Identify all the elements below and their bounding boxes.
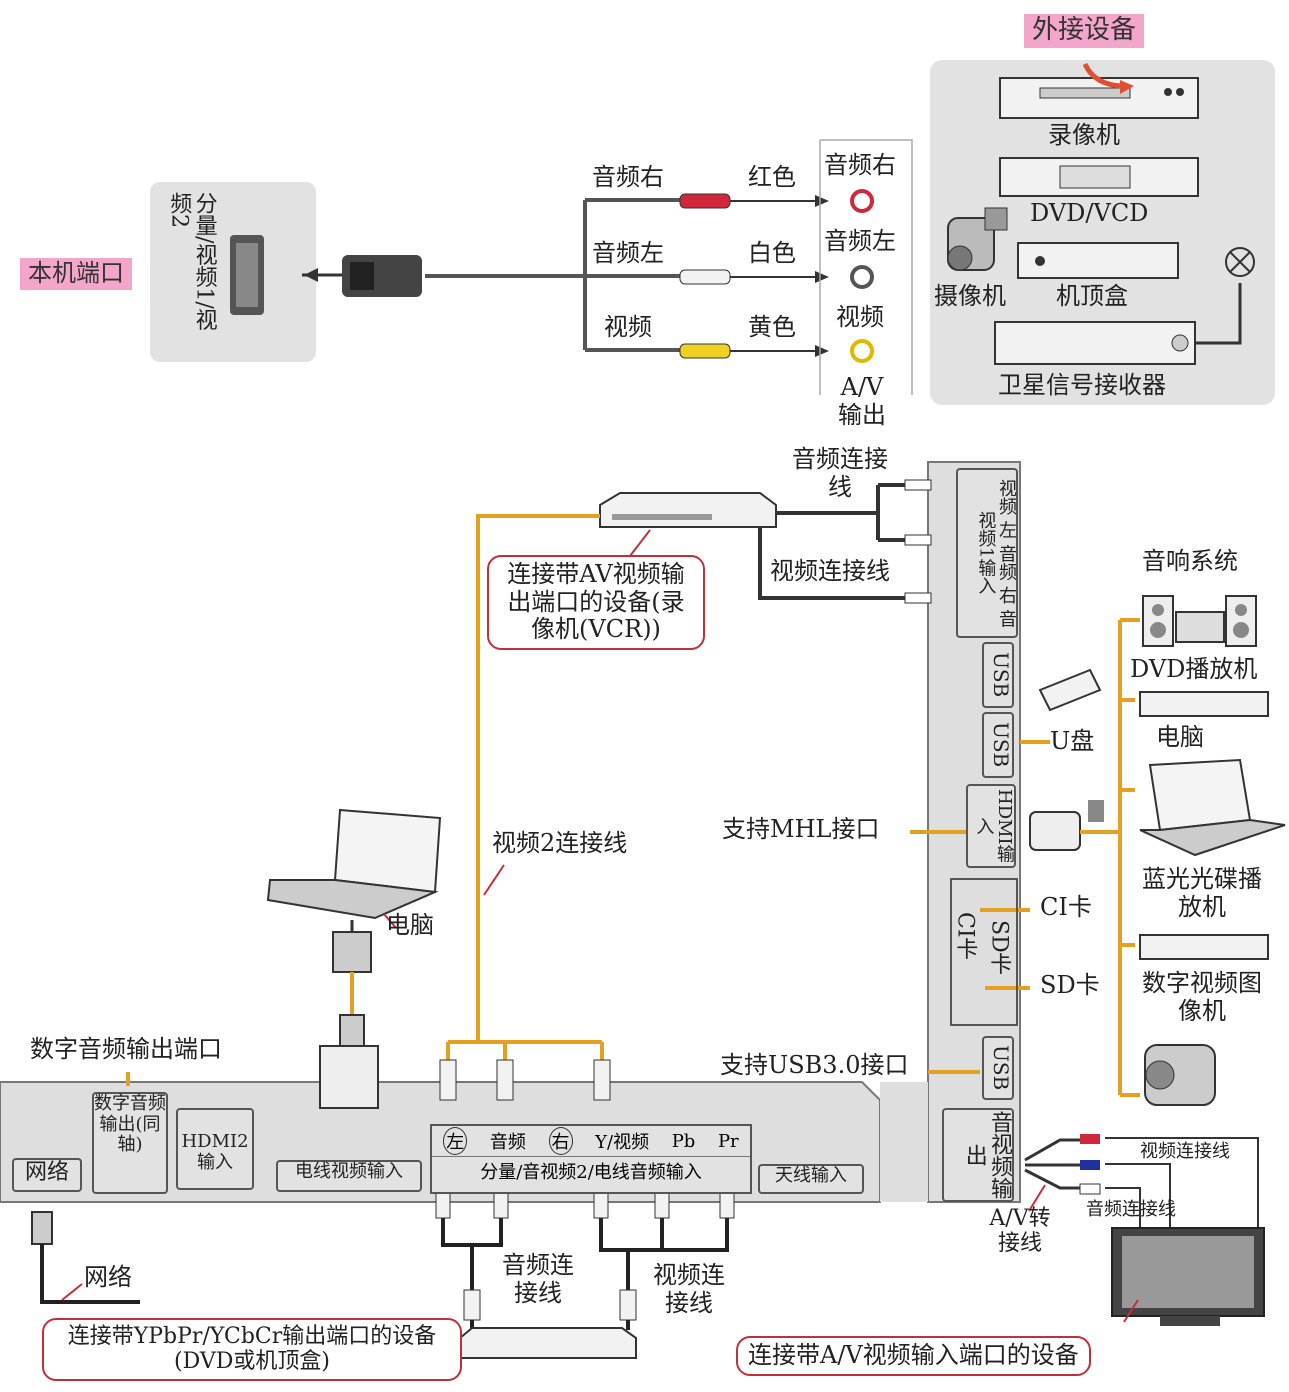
u-disk-label: U盘 xyxy=(1050,727,1095,755)
port-usb3[interactable]: USB xyxy=(982,1036,1014,1100)
port-hdmi-input[interactable]: HDMI输入 xyxy=(966,784,1016,868)
mid-audio-cable: 音频连接线 xyxy=(792,445,888,501)
av-output-bracket xyxy=(819,139,913,395)
sound-system-icon xyxy=(1142,595,1257,647)
tv-device-callout: 连接带A/V视频输入端口的设备 xyxy=(736,1336,1091,1376)
slot-ci[interactable]: CI卡 xyxy=(952,912,978,960)
cable-label-video: 视频 xyxy=(604,313,652,341)
card-slot-group xyxy=(950,878,1018,1026)
bottom-video-cable: 视频连接线 xyxy=(653,1261,725,1317)
comp-audio-label: 音频 xyxy=(489,1132,526,1153)
jack-red xyxy=(850,189,874,213)
comp-pb-label: Pb xyxy=(671,1130,696,1152)
vcr-mid-icon xyxy=(599,492,777,528)
port-usb-2[interactable]: USB xyxy=(982,712,1014,778)
color-label-yellow: 黄色 xyxy=(748,313,796,341)
port-hdmi2-input[interactable]: HDMI2输入 xyxy=(176,1108,254,1190)
jack-white xyxy=(850,265,874,289)
digital-video-label: 数字视频图像机 xyxy=(1142,969,1262,1025)
color-label-white: 白色 xyxy=(748,239,796,267)
port-coax-digital-audio[interactable]: 数字音频输出(同轴) xyxy=(92,1092,168,1194)
external-devices-panel xyxy=(930,60,1275,405)
set-top-box-icon xyxy=(1017,242,1179,279)
ci-card-label: CI卡 xyxy=(1040,893,1092,921)
device-dvd-vcd: DVD/VCD xyxy=(1030,199,1149,227)
video2-cable-label: 视频2连接线 xyxy=(492,829,628,857)
av-out-port-audio-left: 音频左 xyxy=(824,227,896,255)
local-port-tag: 本机端口 xyxy=(20,258,132,290)
computer-label-right: 电脑 xyxy=(1156,723,1204,751)
network-label: 网络 xyxy=(84,1263,132,1291)
dvd-vcd-icon xyxy=(999,157,1199,197)
av-adapter-label: A/V转接线 xyxy=(989,1206,1051,1257)
av-out-title: A/V输出 xyxy=(838,373,886,429)
port-network[interactable]: 网络 xyxy=(12,1158,82,1192)
usb3-label: 支持USB3.0接口 xyxy=(720,1051,909,1079)
external-devices-tag: 外接设备 xyxy=(1024,14,1145,48)
laptop-right-icon xyxy=(1139,758,1286,857)
jack-yellow xyxy=(850,339,874,363)
port-av-output[interactable]: 音视频输出 xyxy=(942,1108,1014,1202)
device-vcr: 录像机 xyxy=(1048,121,1120,149)
tv-monitor-icon xyxy=(1111,1227,1265,1326)
local-port-label: 分量/视频1/视频2 xyxy=(166,192,217,331)
vcr-icon xyxy=(999,62,1199,119)
port-usb-1[interactable]: USB xyxy=(982,642,1014,708)
comp-group-label: 分量/音视频2/电线音频输入 xyxy=(480,1162,702,1183)
adapter-video-cable: 视频连接线 xyxy=(1140,1141,1230,1162)
hdmi-plug-icon xyxy=(1029,811,1081,851)
av-out-port-audio-right: 音频右 xyxy=(824,151,896,179)
digital-audio-out-label: 数字音频输出端口 xyxy=(30,1035,222,1063)
video2-cable xyxy=(446,514,604,1062)
color-label-red: 红色 xyxy=(748,163,796,191)
pc-label-left: 电脑 xyxy=(386,911,434,939)
sound-system-label: 音响系统 xyxy=(1142,547,1238,575)
comp-pr-label: Pr xyxy=(717,1130,739,1152)
usb-stick-icon xyxy=(1038,668,1102,712)
cable-label-audio-left: 音频左 xyxy=(592,239,664,267)
rca-plug-white xyxy=(679,269,731,285)
mhl-label: 支持MHL接口 xyxy=(722,815,880,843)
sd-card-label: SD卡 xyxy=(1040,971,1100,999)
comp-left-label: 左 xyxy=(443,1127,468,1155)
dvd-device-callout: 连接带YPbPr/YCbCr输出端口的设备(DVD或机顶盒) xyxy=(42,1318,462,1381)
bottom-audio-cable: 音频连接线 xyxy=(502,1251,574,1307)
component-input-group[interactable]: 左 音频 右 Y/视频 Pb Pr 分量/音视频2/电线音频输入 xyxy=(430,1124,752,1194)
cable-label-audio-right: 音频右 xyxy=(592,163,664,191)
port-av1-input[interactable]: 视频 左 音频 右 音视频1输入 xyxy=(956,468,1018,638)
top-cable-bundle xyxy=(425,198,680,352)
vcr-device-callout: 连接带AV视频输出端口的设备(录像机(VCR)) xyxy=(487,555,705,650)
camcorder-icon xyxy=(947,207,1008,271)
digital-video-camera-icon xyxy=(1144,1044,1216,1106)
bluray-label: 蓝光光碟播放机 xyxy=(1142,865,1262,921)
satellite-receiver-icon xyxy=(994,247,1255,365)
dvd-player-icon xyxy=(1139,691,1269,717)
mid-video-cable: 视频连接线 xyxy=(770,557,890,585)
laptop-left-icon xyxy=(266,808,442,920)
network-plug-icon xyxy=(31,1211,53,1245)
comp-right-label: 右 xyxy=(548,1127,573,1155)
port-pc-input[interactable]: 电线视频输入 xyxy=(276,1160,422,1192)
comp-y-video-label: Y/视频 xyxy=(595,1132,650,1153)
port-antenna-input[interactable]: 天线输入 xyxy=(758,1164,864,1194)
rca-plug-red xyxy=(679,193,731,209)
dvd-player-label: DVD播放机 xyxy=(1130,655,1258,683)
av-out-port-video: 视频 xyxy=(836,303,884,331)
adapter-audio-cable: 音频连接线 xyxy=(1086,1199,1176,1220)
dvd-bottom-icon xyxy=(459,1327,637,1359)
vga-cable-plug xyxy=(332,931,372,973)
rca-plug-yellow xyxy=(679,343,731,359)
slot-sd[interactable]: SD卡 xyxy=(986,920,1012,975)
device-satellite-receiver: 卫星信号接收器 xyxy=(998,371,1166,399)
bluray-icon xyxy=(1139,934,1269,960)
device-camcorder: 摄像机 xyxy=(934,282,1006,310)
device-set-top-box: 机顶盒 xyxy=(1056,282,1128,310)
